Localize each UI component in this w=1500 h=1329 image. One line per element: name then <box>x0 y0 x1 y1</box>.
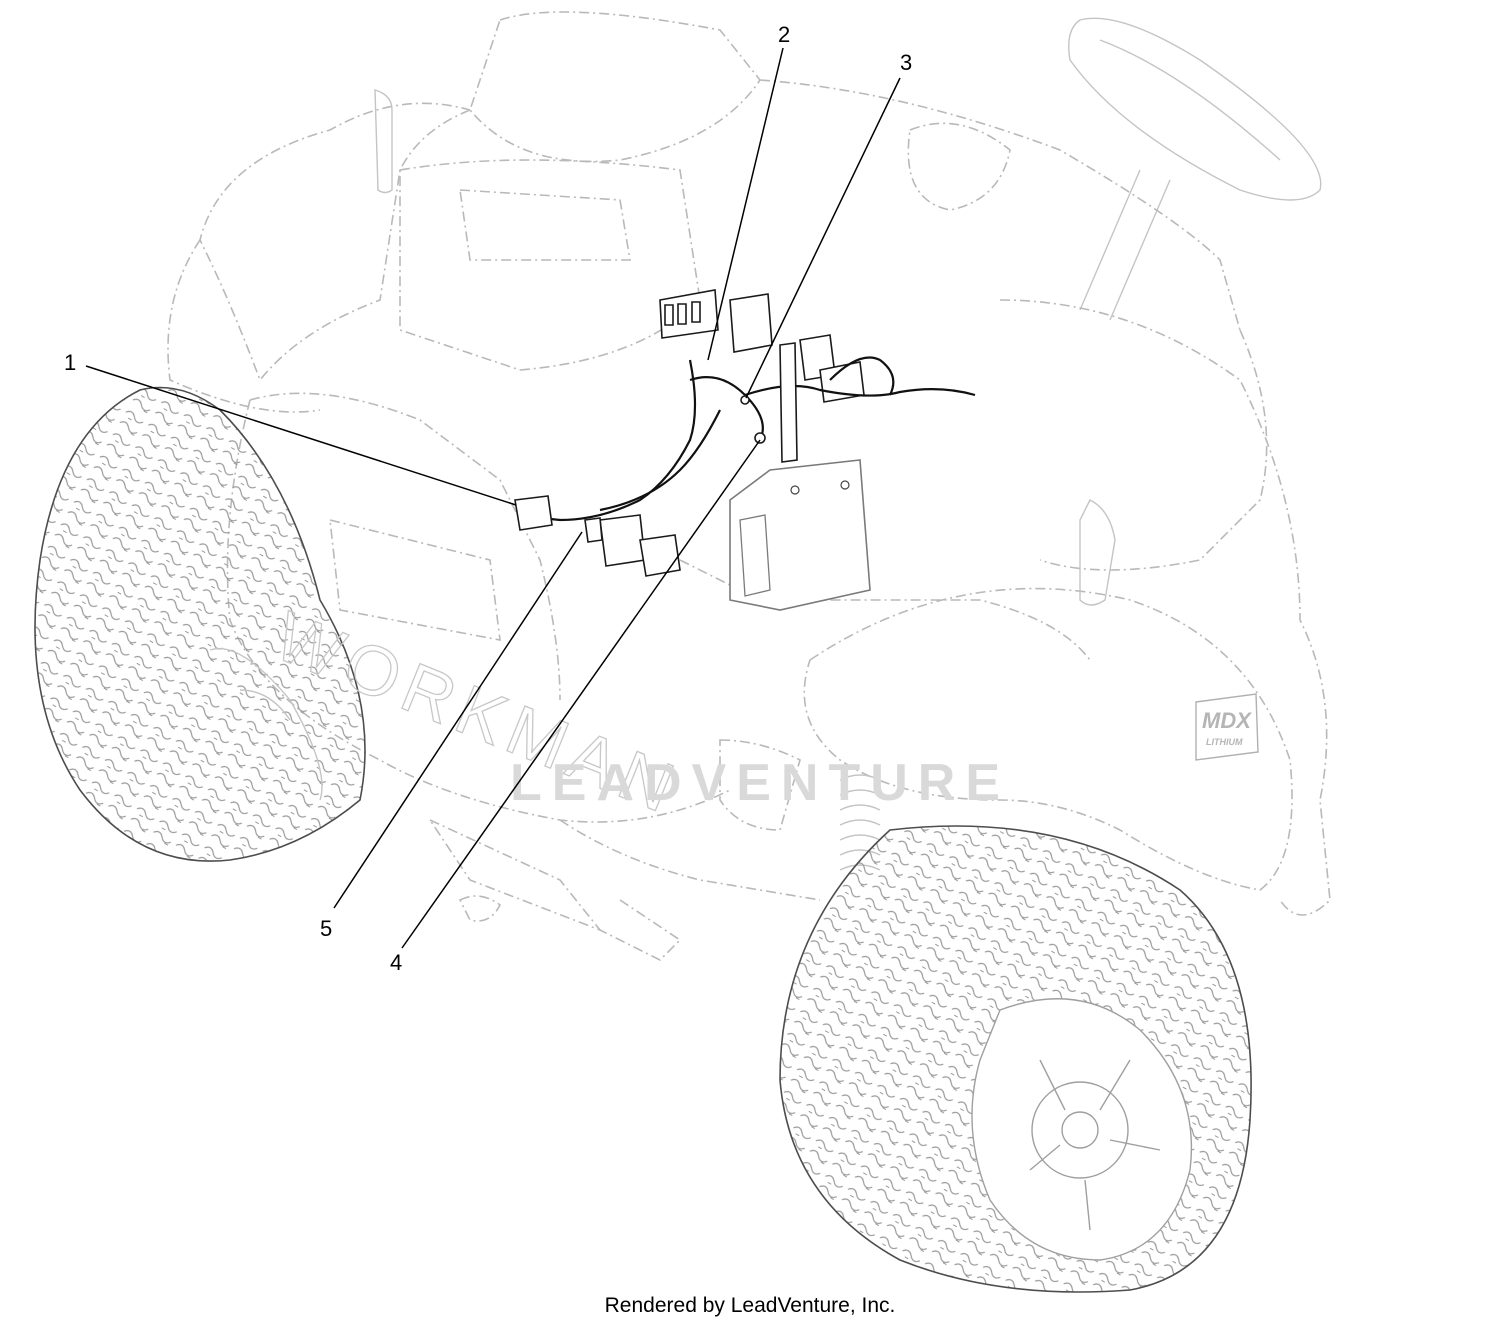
leader-line-1 <box>85 365 517 506</box>
callout-4: 4 <box>390 950 402 975</box>
callout-labels: 1 2 3 4 5 <box>64 22 912 975</box>
badge-line-2: LITHIUM <box>1206 737 1243 747</box>
left-tire <box>34 386 366 862</box>
callout-2: 2 <box>778 22 790 47</box>
callout-5: 5 <box>320 916 332 941</box>
callout-1: 1 <box>64 350 76 375</box>
wiring-harness-assembly <box>514 289 976 611</box>
leader-line-5 <box>333 531 583 909</box>
leader-line-3 <box>745 77 901 399</box>
leader-line-2 <box>707 47 784 361</box>
callout-3: 3 <box>900 50 912 75</box>
badge-line-1: MDX <box>1202 708 1252 733</box>
footer-credit: Rendered by LeadVenture, Inc. <box>604 1294 896 1317</box>
right-tire <box>779 825 1252 1293</box>
model-badge: MDX LITHIUM <box>1195 693 1259 761</box>
vehicle-outline <box>167 11 1331 961</box>
leader-lines <box>85 47 901 949</box>
watermark-text: LEADVENTURE <box>510 754 1010 812</box>
leader-line-4 <box>401 439 761 949</box>
